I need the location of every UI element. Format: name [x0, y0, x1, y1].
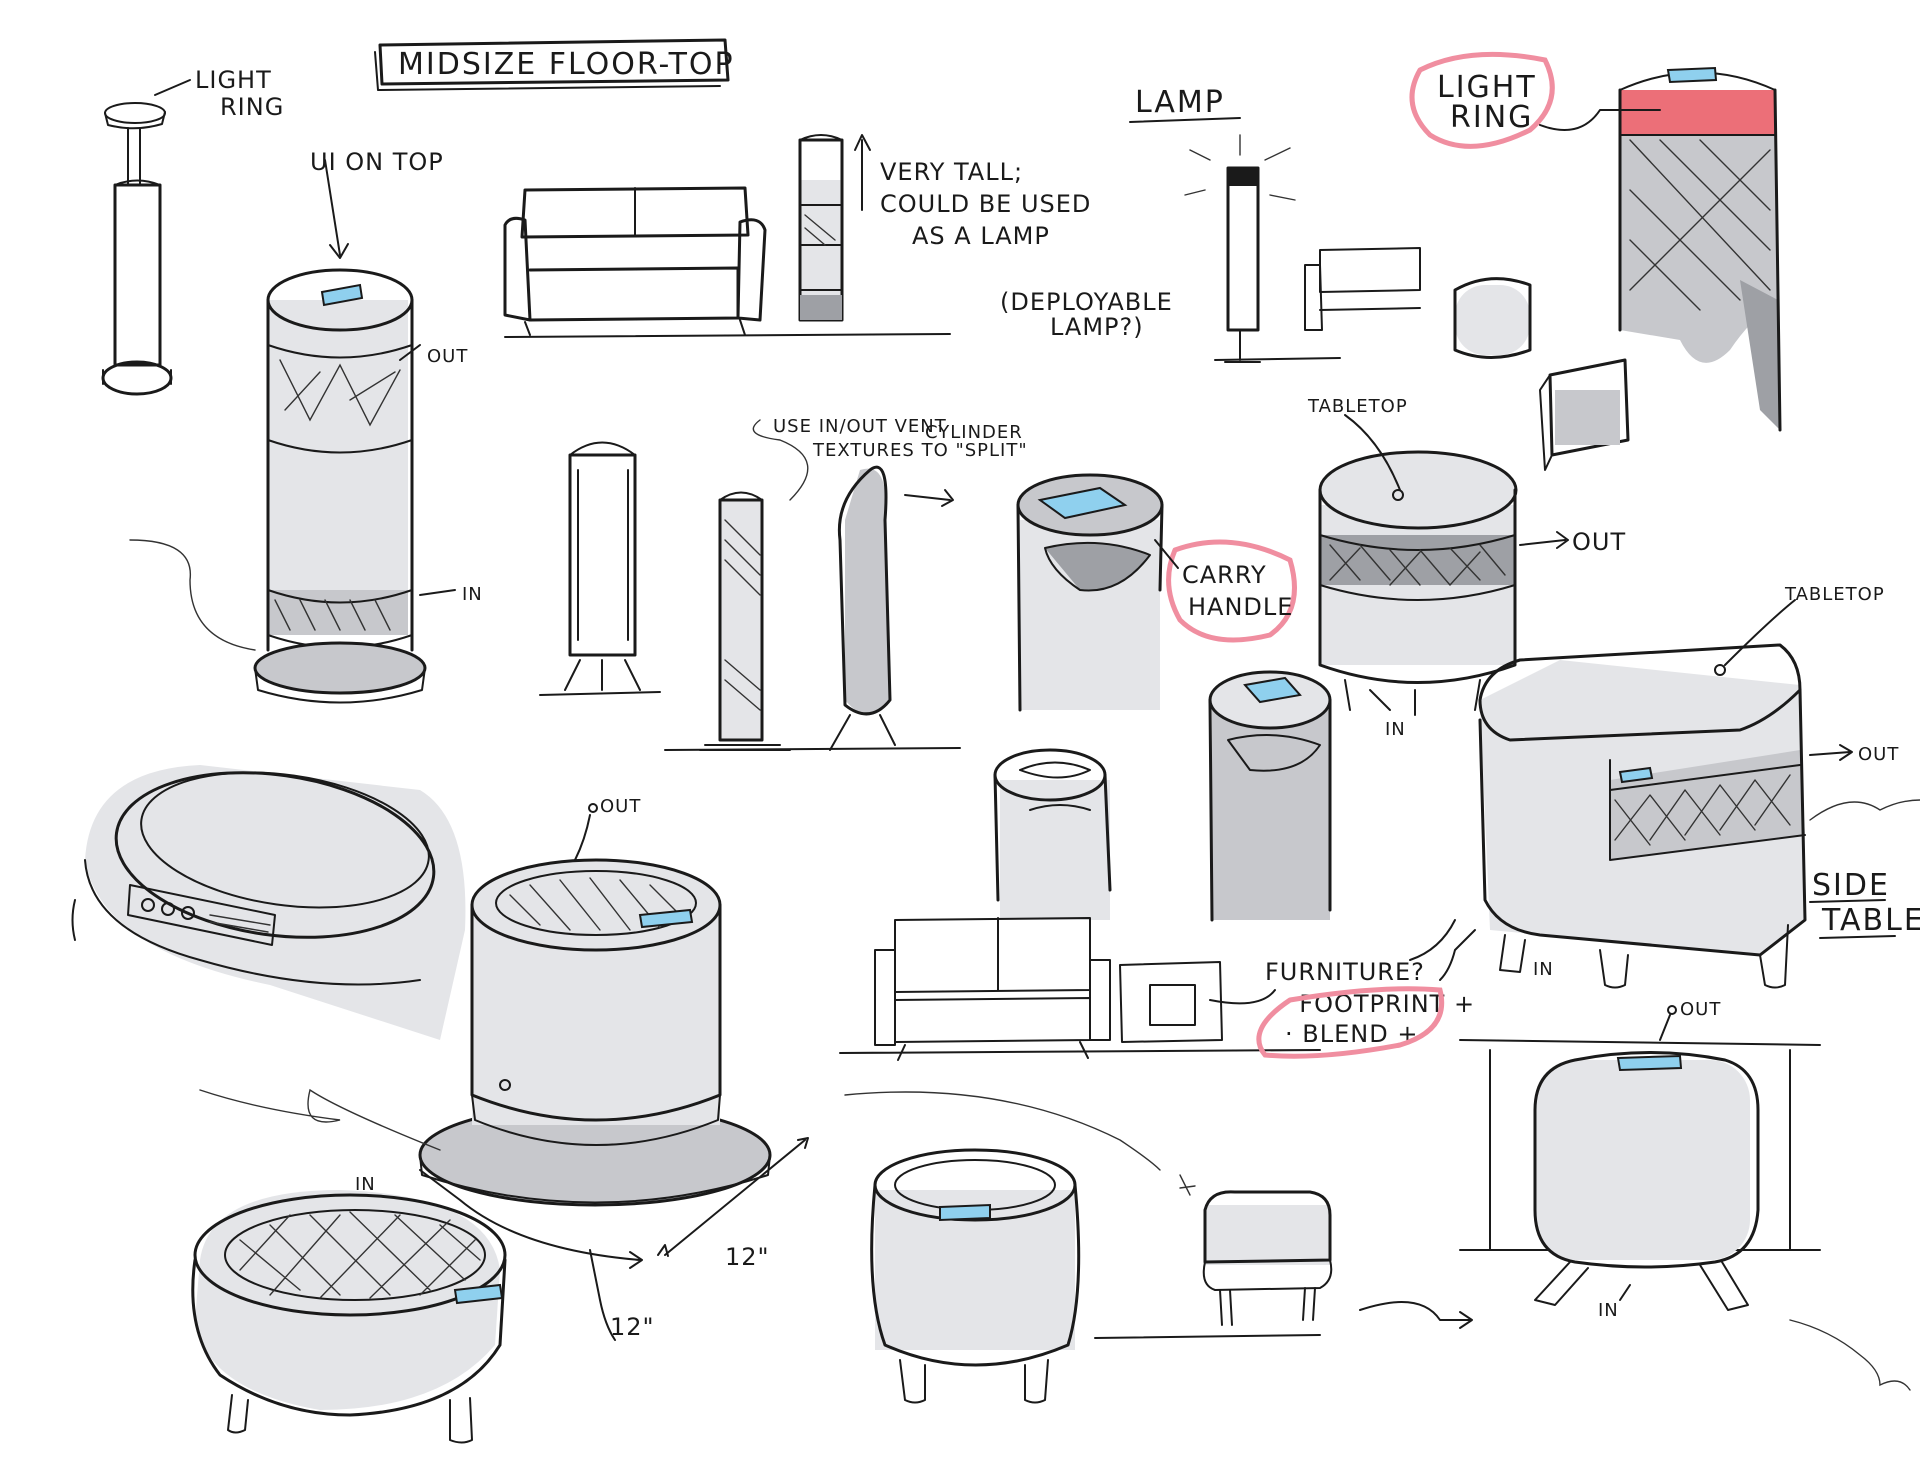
svg-text:OUT: OUT: [600, 796, 641, 817]
svg-text:IN: IN: [1533, 959, 1554, 980]
sketch-round-pot-legs: [844, 1091, 1196, 1404]
svg-text:LIGHT: LIGHT: [1437, 70, 1537, 105]
svg-text:RING: RING: [220, 93, 284, 121]
svg-text:USE IN/OUT VENT: USE IN/OUT VENT: [773, 416, 947, 437]
svg-text:AS A LAMP: AS A LAMP: [912, 222, 1050, 250]
sketch-drum-tabletop: TABLETOP OUT IN: [1307, 396, 1626, 740]
svg-text:LAMP?): LAMP?): [1050, 313, 1144, 341]
svg-text:OUT: OUT: [1572, 528, 1626, 556]
svg-text:RING: RING: [1450, 100, 1533, 135]
sketch-slim-towers: USE IN/OUT VENT TEXTURES TO "SPLIT" CYLI…: [539, 416, 1028, 751]
svg-text:TABLETOP: TABLETOP: [1784, 584, 1885, 605]
sketch-sofa-tower: VERY TALL; COULD BE USED AS A LAMP (DEPL…: [503, 134, 1173, 341]
svg-text:TEXTURES TO "SPLIT": TEXTURES TO "SPLIT": [812, 440, 1028, 461]
sketch-ottoman: [1094, 1190, 1473, 1339]
svg-text:OUT: OUT: [1858, 744, 1899, 765]
svg-text:CARRY: CARRY: [1182, 561, 1267, 589]
sketch-handle-cylinder: CARRY HANDLE: [1016, 473, 1297, 712]
svg-text:OUT: OUT: [1680, 999, 1721, 1020]
title-box: MIDSIZE FLOOR-TOP: [374, 38, 735, 91]
page-title: MIDSIZE FLOOR-TOP: [398, 47, 735, 82]
sketch-pot-base: OUT: [199, 796, 772, 1207]
sketch-bowl-unit: IN 12" 12": [191, 1137, 809, 1444]
sketch-round-lid: [71, 765, 466, 1040]
svg-text:SIDE: SIDE: [1812, 868, 1890, 903]
sketch-cabinet: OUT IN: [1459, 999, 1911, 1391]
svg-text:VERY TALL;: VERY TALL;: [880, 158, 1023, 186]
svg-text:LAMP: LAMP: [1135, 85, 1225, 120]
sketch-tall-cylinder: UI ON TOP OUT IN: [129, 148, 483, 704]
svg-text:TABLE: TABLE: [1821, 903, 1920, 938]
svg-text:FURNITURE?: FURNITURE?: [1265, 958, 1425, 986]
svg-text:12": 12": [610, 1313, 655, 1341]
svg-text:IN: IN: [462, 584, 483, 605]
sketch-pole-lamp: LIGHT RING: [101, 66, 284, 396]
svg-text:TABLETOP: TABLETOP: [1307, 396, 1408, 417]
svg-text:IN: IN: [355, 1174, 376, 1195]
svg-text:CYLINDER: CYLINDER: [925, 422, 1023, 443]
svg-text:HANDLE: HANDLE: [1188, 593, 1293, 621]
svg-text:IN: IN: [1598, 1300, 1619, 1321]
svg-text:12": 12": [725, 1243, 770, 1271]
sketch-cylinder-handle-2: [993, 670, 1332, 922]
sketch-furniture-scene: FURNITURE? · FOOTPRINT + · BLEND +: [839, 917, 1474, 1061]
svg-text:(DEPLOYABLE: (DEPLOYABLE: [1000, 288, 1173, 316]
sketch-side-table-box: TABLETOP OUT IN SIDE TABLE: [1439, 584, 1920, 989]
sketch-light-ring-tower: LIGHT RING: [1409, 51, 1782, 432]
svg-text:LIGHT: LIGHT: [195, 66, 272, 94]
svg-text:UI ON TOP: UI ON TOP: [310, 148, 444, 176]
svg-text:COULD BE USED: COULD BE USED: [880, 190, 1091, 218]
svg-text:IN: IN: [1385, 719, 1406, 740]
svg-text:OUT: OUT: [427, 346, 468, 367]
sketch-lamp-scene: LAMP: [1129, 85, 1630, 471]
